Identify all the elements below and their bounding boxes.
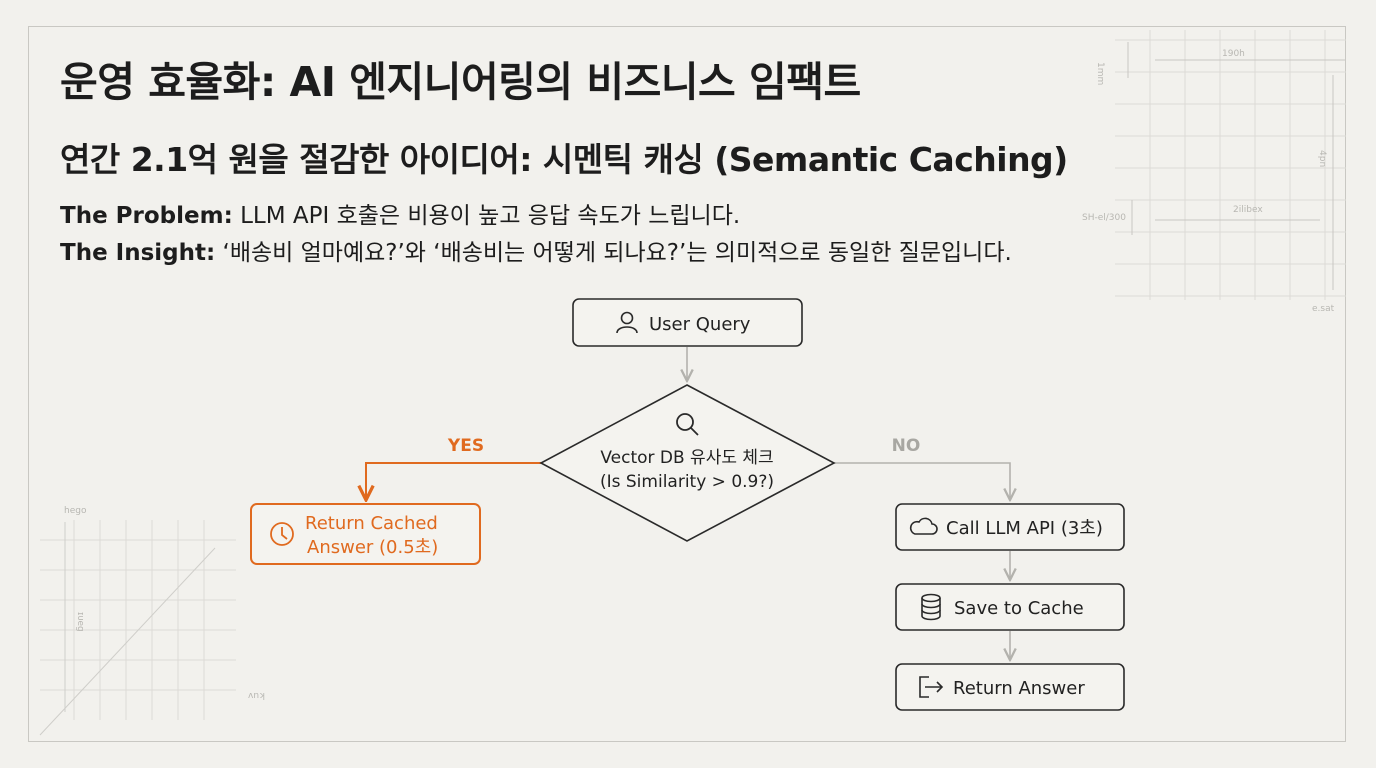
no-label: NO [892, 436, 921, 456]
return-answer-label: Return Answer [953, 678, 1085, 699]
page-subtitle: 연간 2.1억 원을 절감한 아이디어: 시멘틱 캐싱 (Semantic Ca… [60, 140, 1068, 179]
decor-label: 1mm [1095, 62, 1105, 85]
decision-label-line1: Vector DB 유사도 체크 [600, 448, 773, 468]
decision-label-line2: (Is Similarity > 0.9?) [600, 472, 774, 492]
user-query-label: User Query [649, 314, 751, 335]
decor-label: SH-el/300 [1082, 213, 1126, 223]
return-answer-node: Return Answer [895, 663, 1125, 711]
decor-label: 190h [1222, 49, 1245, 59]
insight-text: ‘배송비 얼마예요?’와 ‘배송비는 어떻게 되나요?’는 의미적으로 동일한 … [222, 240, 1012, 266]
call-llm-label: Call LLM API (3초) [946, 518, 1103, 539]
cached-label-line2: Answer (0.5초) [307, 537, 438, 558]
exit-icon [919, 676, 944, 698]
decor-label: 2ilibex [1233, 205, 1263, 215]
decor-grid-bottom-left [39, 520, 236, 736]
yes-label: YES [447, 436, 484, 456]
decor-label: hego [64, 506, 87, 516]
arrow-yes-branch [366, 462, 541, 500]
page-title: 운영 효율화: AI 엔지니어링의 비즈니스 임팩트 [60, 58, 861, 106]
slide-frame [28, 26, 1346, 742]
save-to-cache-node: Save to Cache [895, 583, 1125, 631]
decor-label: ɪᴜeg [75, 612, 85, 632]
problem-statement: The Problem: LLM API 호출은 비용이 높고 응답 속도가 느… [60, 196, 740, 230]
return-cached-answer-node: Return Cached Answer (0.5초) [250, 503, 481, 565]
decor-label: 4pn [1317, 150, 1327, 167]
database-icon [921, 593, 941, 621]
similarity-decision-node: Vector DB 유사도 체크 (Is Similarity > 0.9?) [539, 384, 836, 542]
problem-text: LLM API 호출은 비용이 높고 응답 속도가 느립니다. [240, 203, 741, 229]
insight-label: The Insight: [60, 240, 216, 266]
clock-icon [270, 522, 294, 546]
decor-grid-top-right [1115, 30, 1346, 300]
decor-label: e.sat [1312, 304, 1335, 314]
cloud-icon [909, 517, 938, 535]
decor-label: ʌnʞ [248, 691, 265, 701]
insight-statement: The Insight: ‘배송비 얼마예요?’와 ‘배송비는 어떻게 되나요?… [60, 233, 1012, 267]
search-icon [676, 413, 699, 436]
problem-label: The Problem: [60, 203, 233, 229]
user-query-node: User Query [572, 298, 803, 347]
user-icon [616, 311, 638, 334]
save-cache-label: Save to Cache [954, 598, 1084, 619]
cached-label-line1: Return Cached [305, 513, 438, 534]
arrow-no-branch [834, 462, 1010, 500]
call-llm-api-node: Call LLM API (3초) [895, 503, 1125, 551]
